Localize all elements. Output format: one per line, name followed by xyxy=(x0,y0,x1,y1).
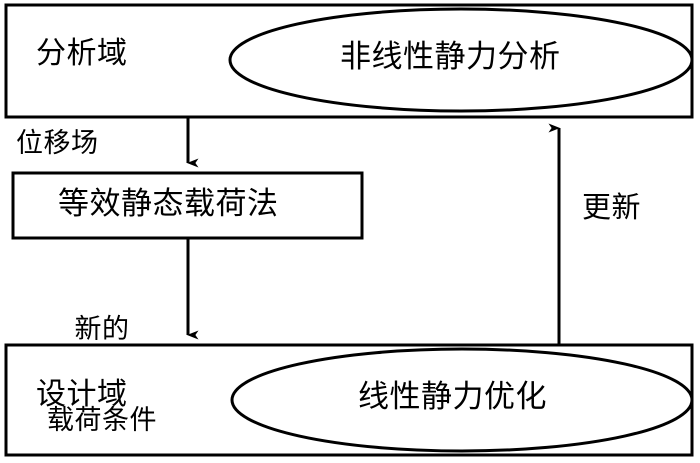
displacement-field-edge-label: 位移场 xyxy=(16,128,99,158)
linear-static-optimization-ellipse xyxy=(230,347,694,453)
new-load-condition-line-1: 新的 xyxy=(74,314,130,345)
esl-method-label: 等效静态载荷法 xyxy=(58,186,279,221)
esl-method-box xyxy=(11,171,364,240)
new-load-condition-edge-label: 新的 载荷条件 xyxy=(47,254,157,463)
design-domain-label: 设计域 xyxy=(36,378,128,411)
update-edge-label: 更新 xyxy=(582,192,642,224)
new-load-condition-line-2: 载荷条件 xyxy=(47,405,157,436)
nonlinear-static-analysis-label: 非线性静力分析 xyxy=(340,39,561,74)
analysis-domain-label: 分析域 xyxy=(36,37,128,70)
nonlinear-static-analysis-ellipse xyxy=(228,7,694,113)
linear-static-optimization-label: 线性静力优化 xyxy=(358,379,547,414)
